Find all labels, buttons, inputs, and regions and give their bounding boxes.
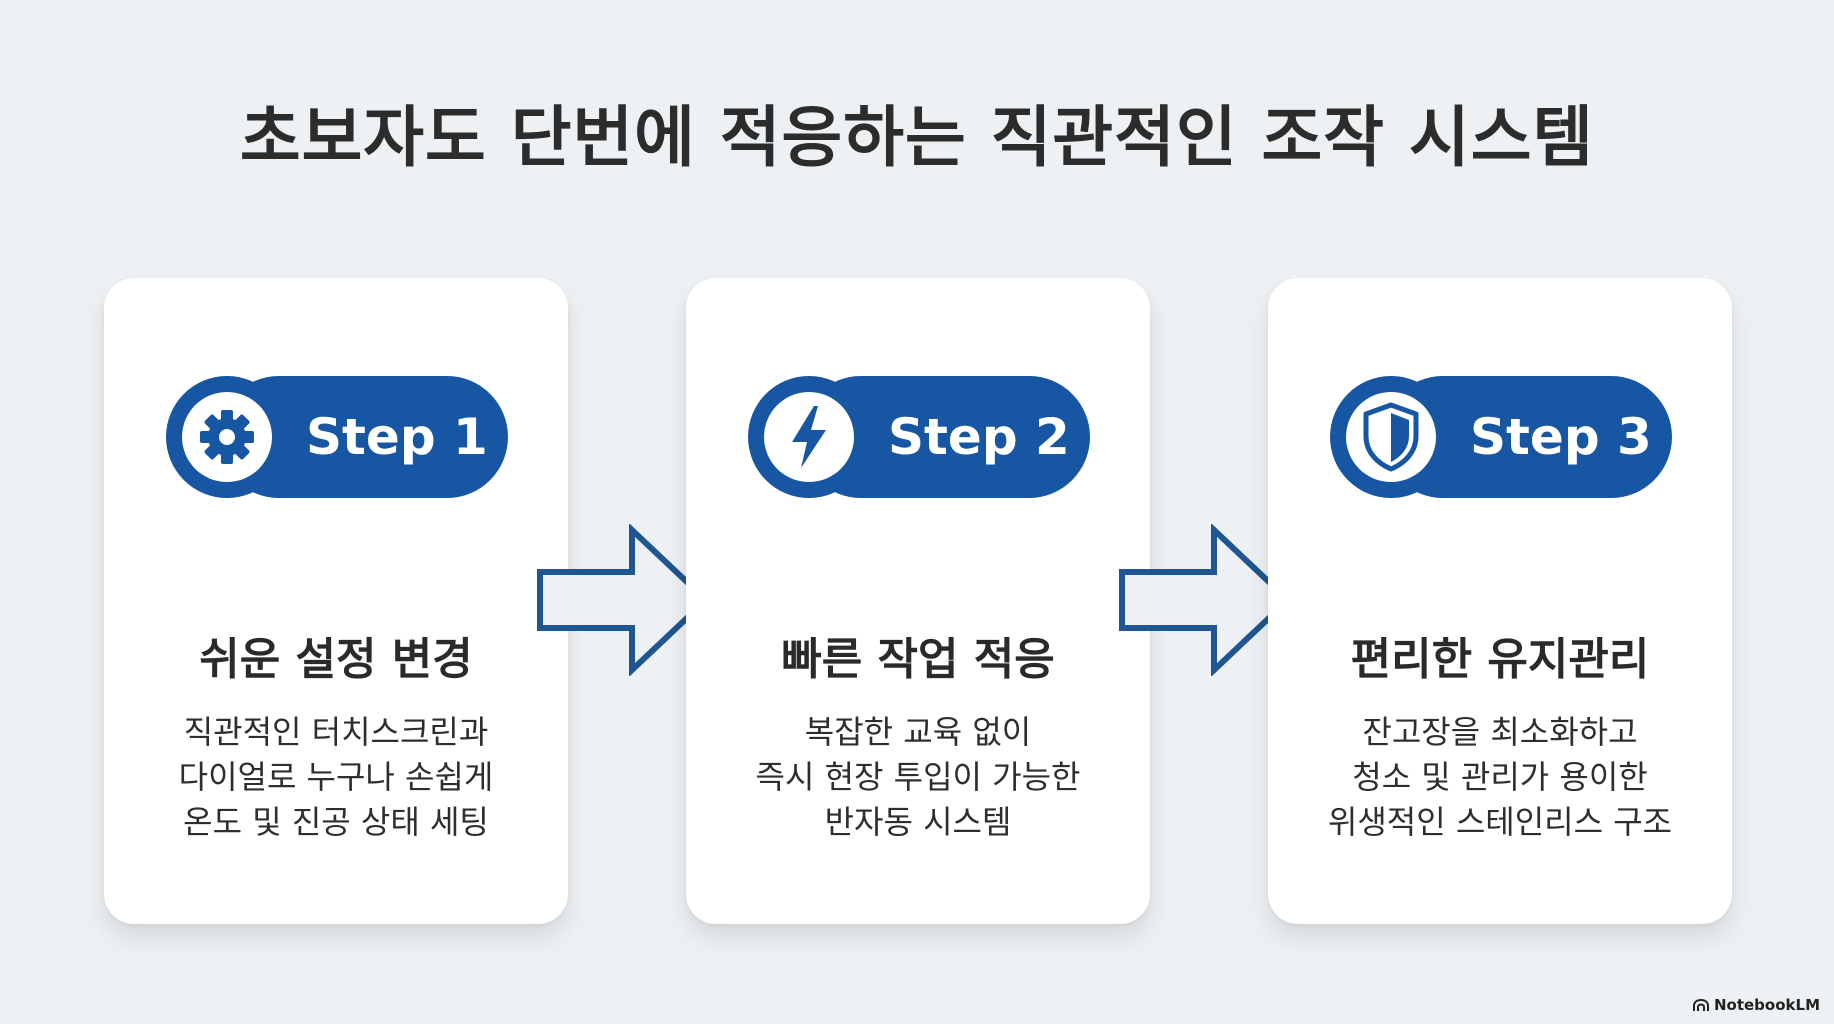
description-line: 직관적인 터치스크린과	[183, 713, 489, 751]
step-heading: 편리한 유지관리	[1350, 634, 1650, 685]
description-line: 잔고장을 최소화하고	[1362, 713, 1638, 751]
lightning-icon	[792, 406, 826, 468]
brand-watermark: NotebookLM	[1692, 996, 1820, 1014]
description-line: 즉시 현장 투입이 가능한	[755, 758, 1081, 796]
step-description: 잔고장을 최소화하고 청소 및 관리가 용이한 위생적인 스테인리스 구조	[1268, 710, 1732, 845]
step-label: Step 2	[888, 408, 1070, 466]
step-badge-circle	[1330, 376, 1452, 498]
step-badge-1: Step 1	[166, 376, 508, 498]
gear-icon	[200, 410, 254, 464]
description-line: 온도 및 진공 상태 세팅	[183, 803, 489, 841]
step-card-3: Step 3 편리한 유지관리 잔고장을 최소화하고 청소 및 관리가 용이한 …	[1268, 278, 1732, 924]
brand-name: NotebookLM	[1713, 996, 1820, 1014]
step-badge-2: Step 2	[748, 376, 1090, 498]
step-description: 복잡한 교육 없이 즉시 현장 투입이 가능한 반자동 시스템	[686, 710, 1150, 845]
flow-arrow-right-icon	[1119, 524, 1293, 676]
flow-arrow-right-icon	[537, 524, 711, 676]
step-label: Step 3	[1470, 408, 1652, 466]
description-line: 복잡한 교육 없이	[804, 713, 1032, 751]
notebooklm-logo-icon	[1692, 998, 1709, 1011]
step-card-1: Step 1 쉬운 설정 변경 직관적인 터치스크린과 다이얼로 누구나 손쉽게…	[104, 278, 568, 924]
description-line: 위생적인 스테인리스 구조	[1327, 803, 1673, 841]
step-description: 직관적인 터치스크린과 다이얼로 누구나 손쉽게 온도 및 진공 상태 세팅	[104, 710, 568, 845]
shield-icon	[1363, 402, 1419, 472]
step-badge-circle	[166, 376, 288, 498]
step-heading: 쉬운 설정 변경	[199, 634, 473, 685]
description-line: 청소 및 관리가 용이한	[1352, 758, 1648, 796]
page-title: 초보자도 단번에 적응하는 직관적인 조작 시스템	[239, 99, 1595, 176]
step-label: Step 1	[306, 408, 488, 466]
step-card-2: Step 2 빠른 작업 적응 복잡한 교육 없이 즉시 현장 투입이 가능한 …	[686, 278, 1150, 924]
step-badge-3: Step 3	[1330, 376, 1672, 498]
description-line: 다이얼로 누구나 손쉽게	[178, 758, 494, 796]
step-badge-circle	[748, 376, 870, 498]
description-line: 반자동 시스템	[824, 803, 1012, 841]
step-heading: 빠른 작업 적응	[781, 634, 1055, 685]
